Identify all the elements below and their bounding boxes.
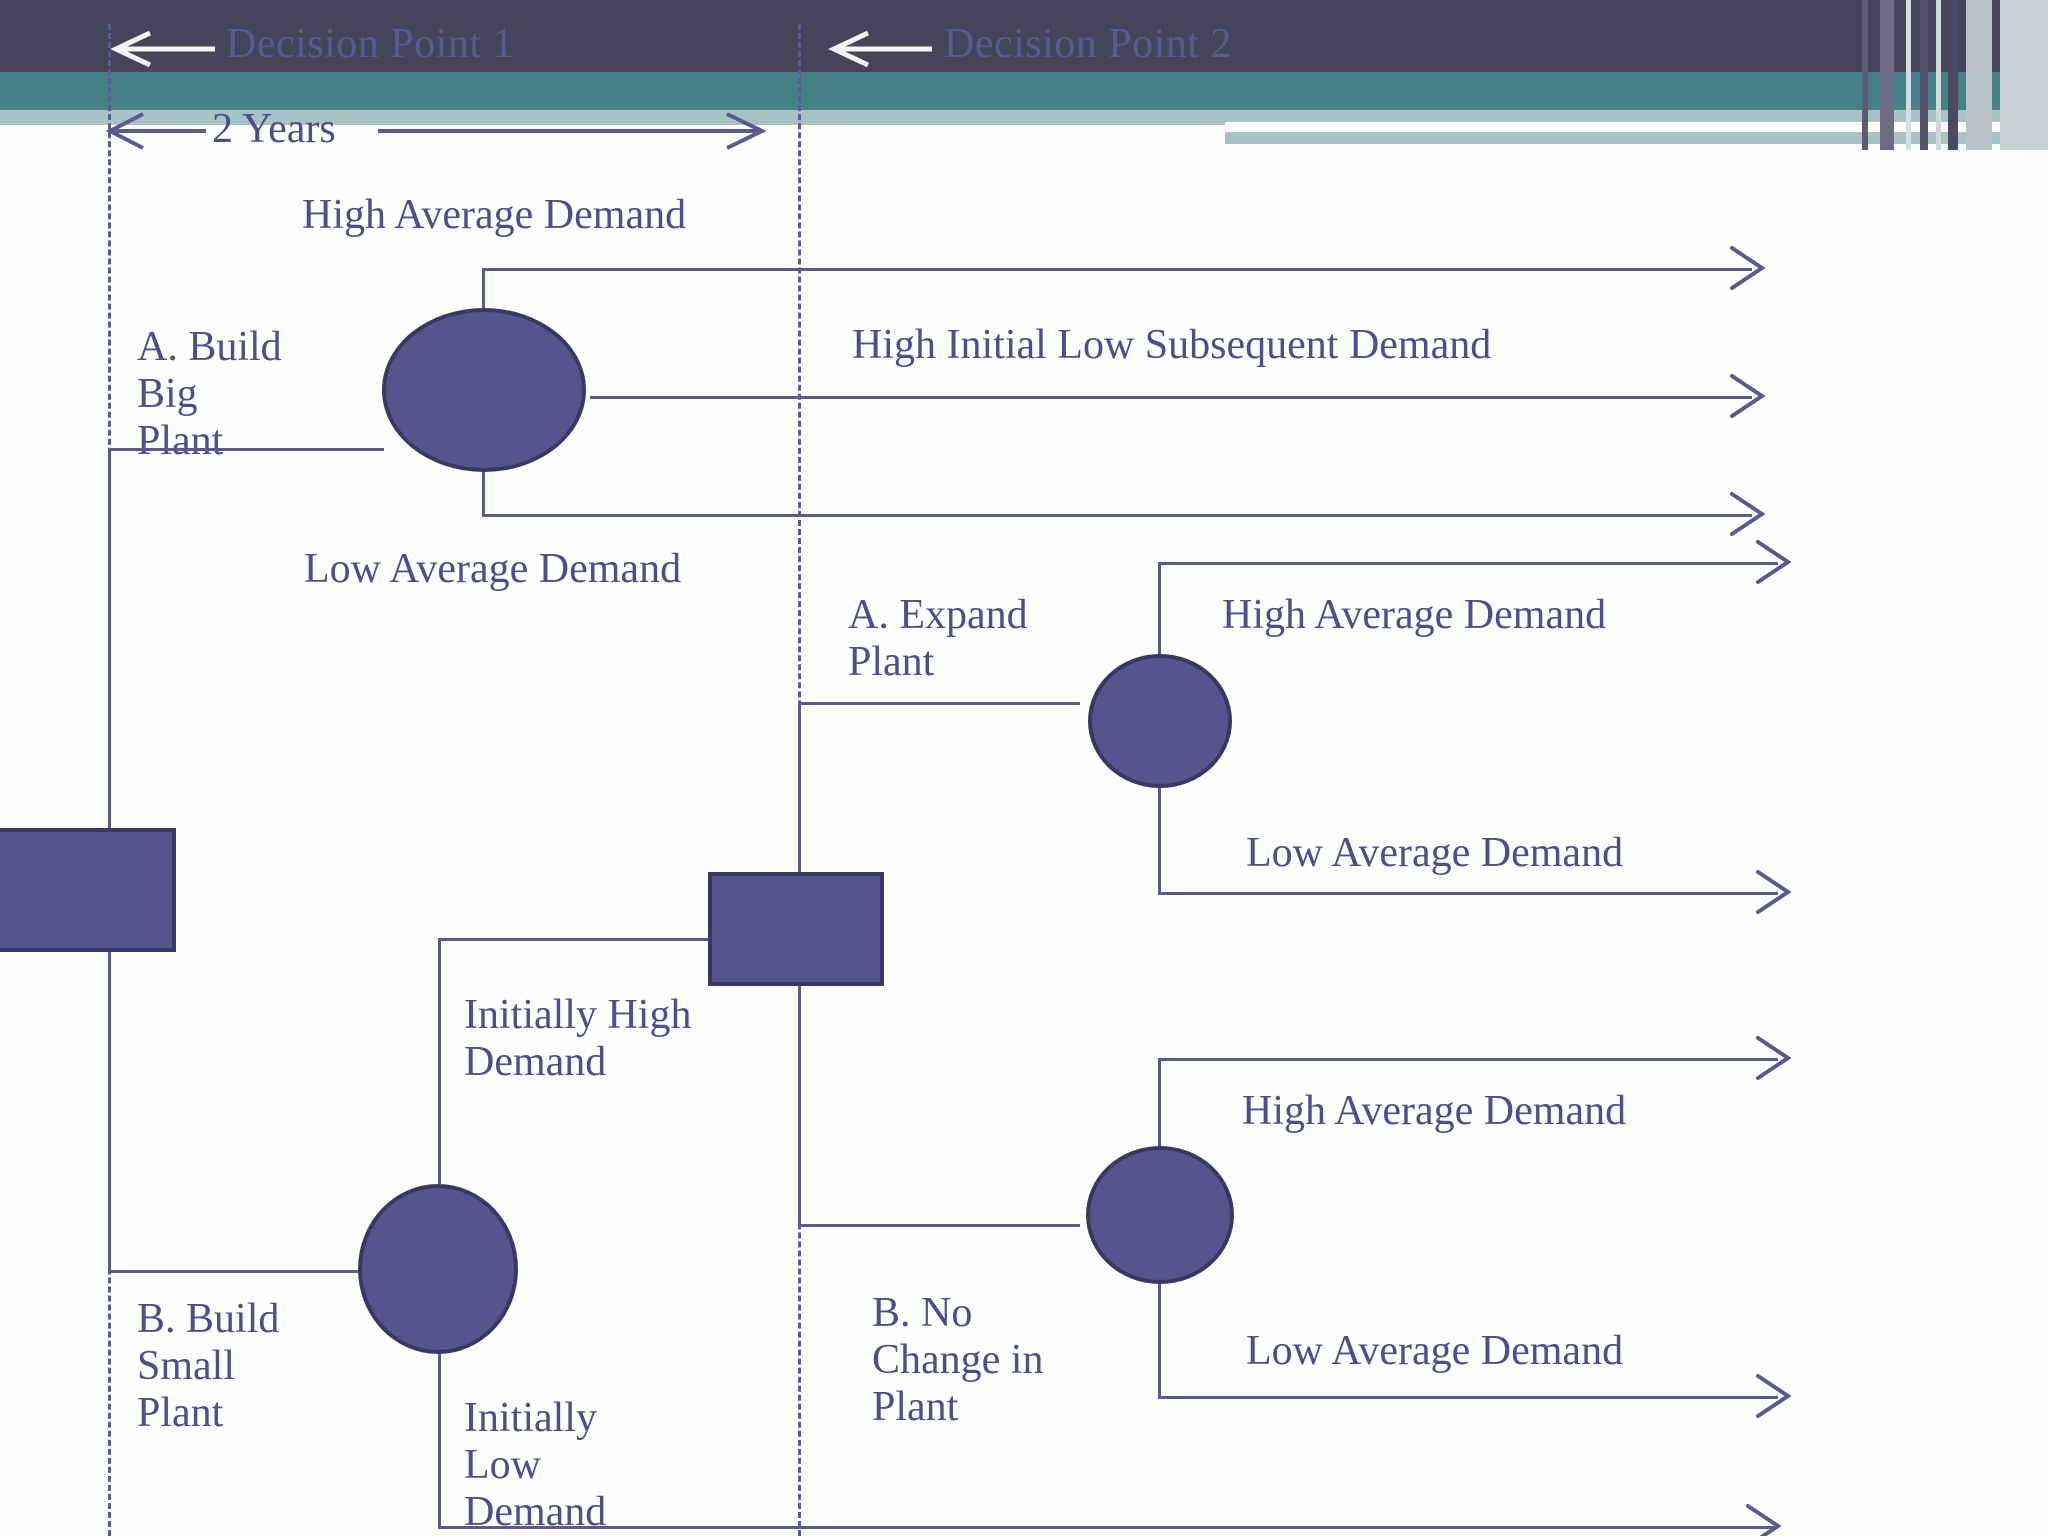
decor-stripe-8 bbox=[2000, 0, 2048, 150]
decor-stripe-3 bbox=[1906, 0, 1911, 150]
branch-label-build-small-plant: B. Build Small Plant bbox=[137, 1296, 280, 1437]
rail-initially-high-demand bbox=[438, 938, 710, 941]
decor-stripe-5 bbox=[1936, 0, 1941, 150]
rail-initially-low-demand bbox=[438, 1526, 1778, 1529]
rail-expand-low-average-demand bbox=[1158, 892, 1778, 895]
outcome-label-expand-low-average-demand: Low Average Demand bbox=[1246, 830, 1624, 876]
nochange-chance-stem-up bbox=[1158, 1058, 1161, 1148]
decision2-stem-down bbox=[798, 984, 801, 1224]
decor-stripe-4 bbox=[1920, 0, 1928, 150]
root-stem-down bbox=[108, 950, 111, 1270]
edge-big-plant-to-chance bbox=[108, 448, 384, 451]
decor-stripe-6 bbox=[1948, 0, 1958, 150]
rail-low-average-demand-top bbox=[482, 514, 1752, 517]
outcome-label-initially-low-demand: Initially Low Demand bbox=[464, 1395, 607, 1536]
branch-label-expand-plant: A. Expand Plant bbox=[848, 592, 1028, 686]
small-chance-stem-up bbox=[438, 938, 441, 1184]
rail-expand-high-average-demand bbox=[1158, 562, 1778, 565]
rail-nochange-low-average-demand bbox=[1158, 1396, 1778, 1399]
expand-chance-stem-down bbox=[1158, 786, 1161, 892]
big-chance-stem-down bbox=[482, 470, 485, 514]
header-band-light-right-upper bbox=[1225, 110, 2048, 122]
decision2-stem-up bbox=[798, 702, 801, 874]
nochange-chance-stem-down bbox=[1158, 1282, 1161, 1396]
header-band-teal bbox=[0, 72, 2048, 110]
decision-node-2[interactable] bbox=[708, 872, 884, 986]
branch-label-build-big-plant: A. Build Big Plant bbox=[137, 324, 282, 465]
edge-no-change-in-plant bbox=[798, 1224, 1080, 1227]
outcome-label-low-average-demand-top: Low Average Demand bbox=[304, 546, 682, 592]
rail-high-average-demand-top bbox=[482, 268, 1752, 271]
two-years-label: 2 Years bbox=[212, 106, 336, 152]
decor-stripe-2 bbox=[1880, 0, 1894, 150]
header-band-dark bbox=[0, 0, 2048, 72]
chance-node-small-plant[interactable] bbox=[358, 1184, 518, 1354]
big-chance-stem-up bbox=[482, 268, 485, 312]
root-decision-node[interactable] bbox=[0, 828, 176, 952]
outcome-label-high-average-demand-top: High Average Demand bbox=[302, 192, 687, 238]
arrow-right-icon-initially-low bbox=[1746, 1504, 1782, 1536]
chance-node-nochange[interactable] bbox=[1086, 1146, 1234, 1284]
expand-chance-stem-up bbox=[1158, 562, 1161, 656]
small-chance-stem-down bbox=[438, 1352, 441, 1526]
decor-stripe-7 bbox=[1966, 0, 1992, 150]
outcome-label-expand-high-average-demand: High Average Demand bbox=[1222, 592, 1607, 638]
outcome-label-initially-high-demand: Initially High Demand bbox=[464, 992, 692, 1086]
decor-stripe-1 bbox=[1862, 0, 1868, 150]
edge-small-plant-to-chance bbox=[108, 1270, 358, 1273]
header-band-light-right-lower bbox=[1225, 132, 2048, 144]
decision-point-2-label: Decision Point 2 bbox=[944, 21, 1232, 67]
decision-point-1-label: Decision Point 1 bbox=[226, 21, 514, 67]
chance-node-expand[interactable] bbox=[1088, 654, 1232, 788]
root-stem-up bbox=[108, 448, 111, 830]
outcome-label-high-initial-low-subsequent: High Initial Low Subsequent Demand bbox=[852, 322, 1492, 368]
header-band-light-left bbox=[0, 110, 1225, 125]
rail-high-initial-low-subsequent bbox=[590, 396, 1752, 399]
outcome-label-nochange-low-average-demand: Low Average Demand bbox=[1246, 1328, 1624, 1374]
edge-expand-plant bbox=[798, 702, 1080, 705]
branch-label-no-change-in-plant: B. No Change in Plant bbox=[872, 1290, 1044, 1431]
chance-node-big-plant[interactable] bbox=[382, 308, 586, 472]
rail-nochange-high-average-demand bbox=[1158, 1058, 1778, 1061]
outcome-label-nochange-high-average-demand: High Average Demand bbox=[1242, 1088, 1627, 1134]
